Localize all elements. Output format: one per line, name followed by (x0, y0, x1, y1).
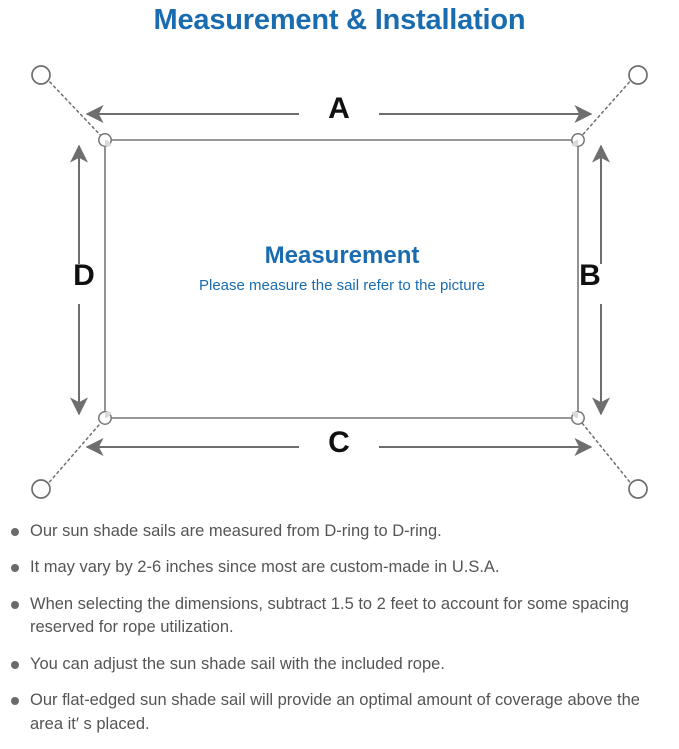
notes-list: Our sun shade sails are measured from D-… (0, 520, 679, 749)
list-item: Our flat-edged sun shade sail will provi… (0, 689, 679, 736)
anchor-point-top-left (31, 65, 51, 85)
note-text: You can adjust the sun shade sail with t… (30, 654, 445, 673)
note-text: When selecting the dimensions, subtract … (30, 594, 629, 637)
list-item: Our sun shade sails are measured from D-… (0, 520, 679, 543)
sail-heading: Measurement (264, 242, 420, 269)
list-item: It may vary by 2-6 inches since most are… (0, 556, 679, 579)
rope-bottom-left (45, 417, 106, 487)
rope-top-left (45, 77, 106, 141)
bullet-icon (11, 660, 19, 669)
bullet-icon (11, 528, 19, 536)
note-text: Our sun shade sails are measured from D-… (30, 522, 442, 540)
dimension-label-d: D (73, 259, 95, 292)
rope-top-right (577, 77, 634, 141)
bullet-icon (11, 600, 19, 609)
dimension-label-a: A (328, 92, 350, 125)
dimension-label-c: C (328, 426, 350, 459)
rope-bottom-right (577, 417, 634, 487)
anchor-point-bottom-right (628, 479, 648, 499)
list-item: You can adjust the sun shade sail with t… (0, 653, 679, 676)
bullet-icon (11, 564, 19, 573)
anchor-point-bottom-left (31, 479, 51, 499)
bullet-icon (11, 697, 19, 706)
sun-shade-sail-measurement-diagram: A B C D Measurement Please measure the s… (0, 42, 679, 520)
anchor-point-top-right (628, 65, 648, 85)
sail-body (104, 139, 579, 419)
list-item: When selecting the dimensions, subtract … (0, 593, 679, 640)
dimension-label-b: B (579, 259, 601, 292)
page-title: Measurement & Installation (153, 4, 526, 36)
note-text: It may vary by 2-6 inches since most are… (30, 558, 500, 577)
sail-subtext: Please measure the sail refer to the pic… (199, 277, 485, 294)
note-text: Our flat-edged sun shade sail will provi… (30, 691, 640, 733)
